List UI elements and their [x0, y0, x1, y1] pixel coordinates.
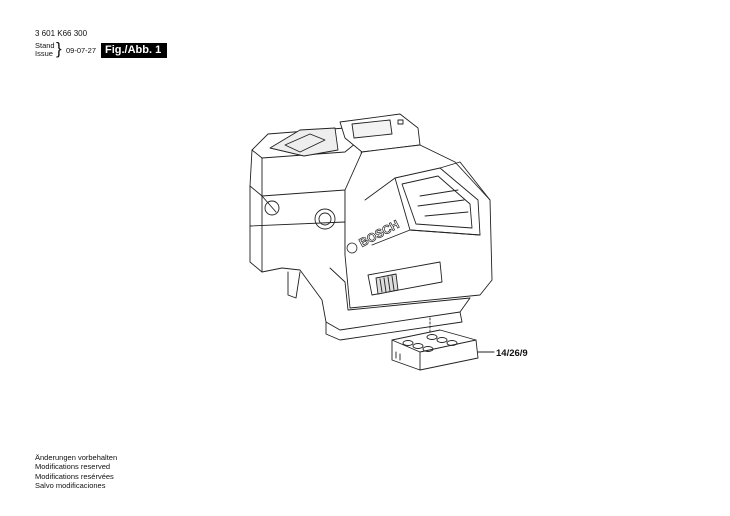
lens-front-icon [314, 208, 336, 230]
callout-14-26-9: 14/26/9 [496, 348, 528, 359]
note-de: Änderungen vorbehalten [35, 453, 118, 462]
housing-foot [281, 267, 471, 341]
note-es: Salvo modificaciones [35, 480, 106, 490]
brace-glyph: } [56, 39, 62, 58]
slider-switch [367, 261, 443, 296]
issue-label: Issue [35, 49, 53, 58]
stand-issue-label: Stand Issue [35, 42, 55, 58]
stand-label: Stand [35, 41, 55, 50]
note-en: Modifications reserved [35, 462, 111, 472]
modification-notes: Änderungen vorbehalten Modifications res… [35, 453, 117, 490]
part-number: 3 601 K66 300 [35, 29, 88, 38]
lens-side-icon [264, 200, 280, 216]
issue-date: 09-07-27 [66, 46, 97, 55]
figure-label: Fig./Abb. 1 [101, 43, 168, 58]
main-body [344, 144, 493, 309]
base-plate-part [391, 329, 479, 371]
note-fr: Modifications resérvées [35, 471, 114, 481]
